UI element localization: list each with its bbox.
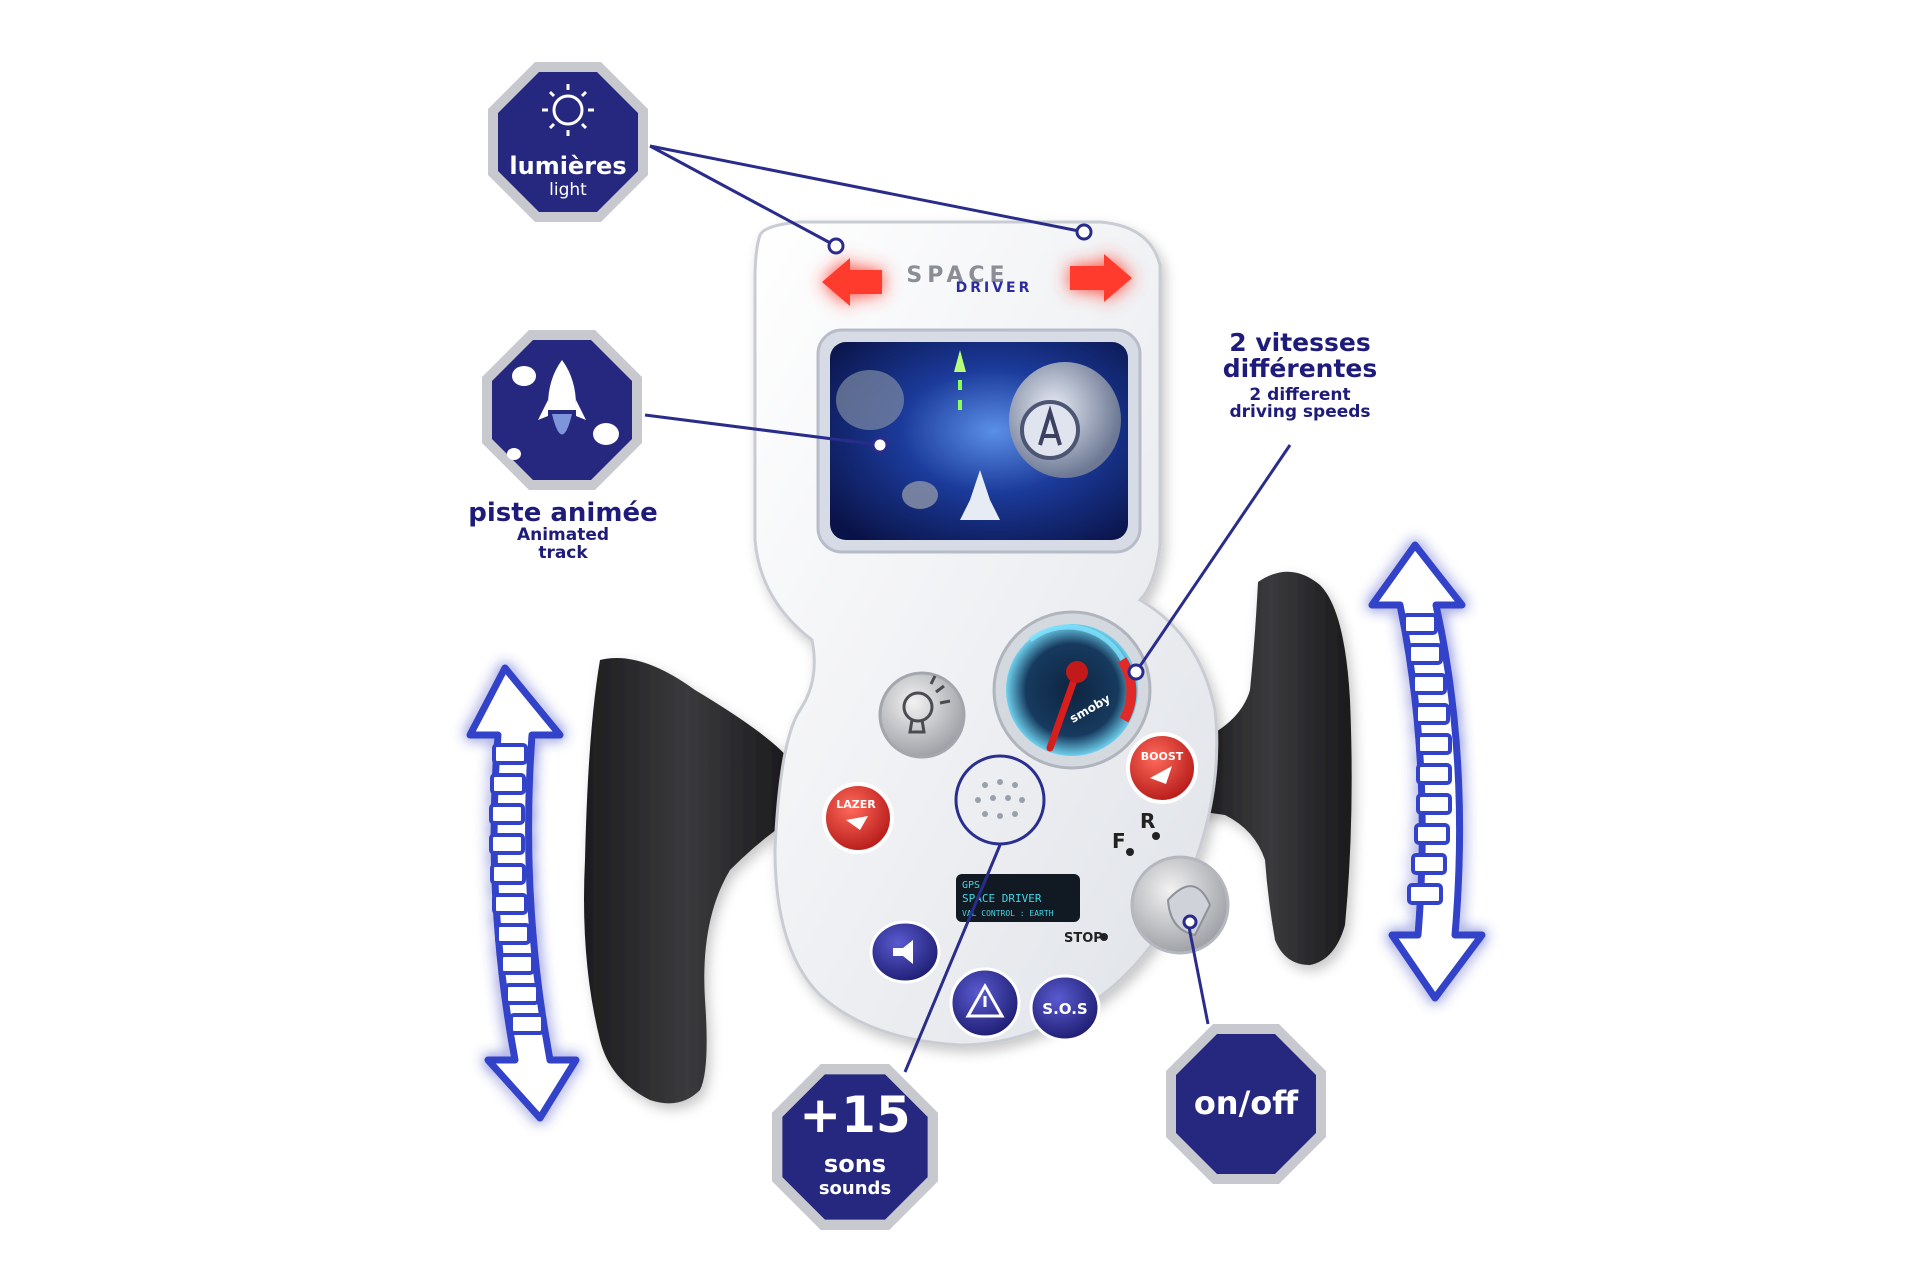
horn-button[interactable]: [869, 920, 941, 984]
gear-reverse-label: R: [1140, 809, 1155, 833]
power-key-switch[interactable]: [1130, 855, 1230, 955]
warning-icon: [965, 982, 1005, 1018]
gauge-needle: [1046, 668, 1081, 752]
sounds-fr-label: sons: [823, 1150, 887, 1178]
bulb-icon: [902, 675, 951, 734]
callout-lines: [644, 144, 1292, 1073]
left-rotation-arrow: [466, 664, 580, 1122]
svg-text:GPS.: GPS.: [962, 880, 986, 891]
rocket-icon: [1150, 766, 1172, 784]
spaceship-icon: [960, 470, 1000, 520]
track-en-line2: track: [538, 543, 588, 564]
hazard-button[interactable]: [949, 967, 1021, 1039]
lazer-button[interactable]: LAZER: [822, 782, 894, 854]
rocket-icon: [507, 360, 619, 460]
boost-label: BOOST: [1141, 750, 1184, 763]
right-rotation-arrow: [1368, 541, 1486, 1002]
logo-space: SPACE: [906, 263, 1009, 288]
boost-button[interactable]: BOOST: [1126, 732, 1198, 804]
asteroid-icon: [836, 370, 904, 430]
gear-forward-label: F: [1112, 829, 1126, 853]
speeds-fr-line1: 2 vitesses: [1229, 328, 1371, 357]
stop-label: STOP: [1064, 931, 1103, 946]
track-badge: [482, 330, 642, 490]
sos-button[interactable]: S.O.S: [1029, 974, 1101, 1042]
speeds-fr-line2: différentes: [1222, 354, 1378, 384]
power-badge: on/off: [1166, 1024, 1326, 1184]
track-fr-label: piste animée: [468, 498, 658, 528]
animated-track-screen: [816, 328, 1142, 554]
power-label: on/off: [1193, 1084, 1299, 1122]
left-turn-light: [822, 258, 882, 306]
right-turn-light: [1070, 254, 1132, 302]
horn-icon: [893, 940, 913, 964]
sounds-en-label: sounds: [818, 1178, 892, 1199]
speeds-en-line1: 2 different: [1249, 384, 1351, 405]
speed-gauge: smoby: [992, 610, 1152, 770]
sounds-count: +15: [799, 1086, 911, 1144]
lights-fr-label: lumières: [509, 152, 627, 180]
sun-icon: [542, 84, 594, 136]
left-grip[interactable]: [584, 658, 790, 1104]
lights-badge: lumières light: [488, 62, 648, 222]
speeds-en-line2: driving speeds: [1229, 402, 1371, 423]
track-en-line1: Animated: [516, 525, 610, 546]
lcd-display: GPS. SPACE DRIVER VAL CONTROL : EARTH: [956, 874, 1080, 922]
track-label: piste animée Animated track: [458, 498, 668, 564]
speeds-label: 2 vitesses différentes 2 different drivi…: [1180, 328, 1420, 423]
svg-text:VAL CONTROL : EARTH: VAL CONTROL : EARTH: [962, 909, 1054, 918]
speaker-grille: [954, 754, 1046, 846]
light-button[interactable]: [878, 671, 966, 759]
sos-label: S.O.S: [1042, 1000, 1087, 1018]
sounds-badge: +15 sons sounds: [772, 1064, 938, 1230]
lights-en-label: light: [549, 180, 587, 200]
logo-driver: DRIVER: [956, 280, 1033, 296]
svg-text:SPACE DRIVER: SPACE DRIVER: [962, 892, 1042, 905]
right-grip[interactable]: [1190, 571, 1352, 965]
lazer-label: LAZER: [836, 798, 876, 811]
rocket-icon: [846, 816, 868, 830]
